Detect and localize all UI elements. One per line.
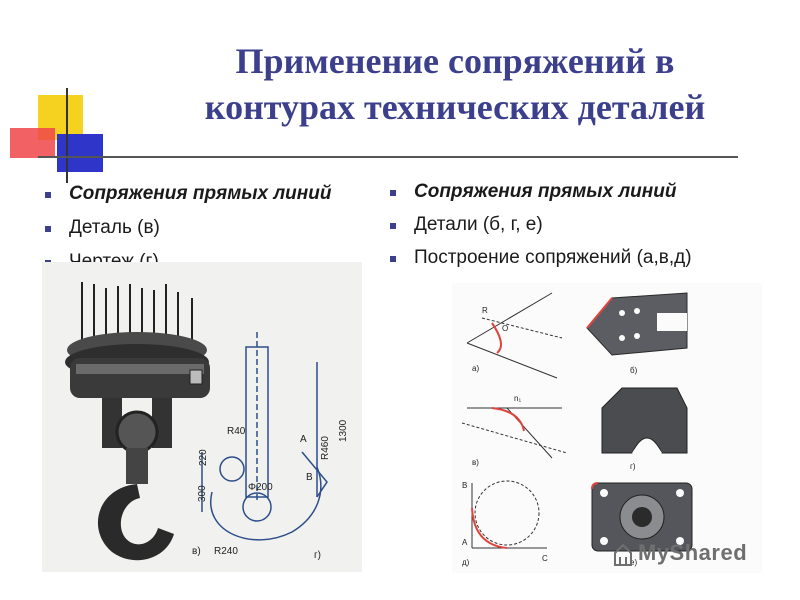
hook-body	[97, 484, 174, 561]
label-dim-460: R460	[320, 436, 331, 460]
pulley-block	[65, 332, 210, 398]
decor-red-square	[10, 128, 55, 158]
label-dim-220: 220	[198, 449, 209, 466]
right-bullet-text: Построение сопряжений (а,в,д)	[414, 247, 692, 268]
myshared-watermark: MyShared	[612, 540, 747, 567]
caption-v: в)	[192, 546, 201, 557]
right-bullet-text: Сопряжения прямых линий	[414, 181, 677, 202]
part-b	[586, 292, 688, 356]
label-c: C	[542, 554, 548, 563]
bullet-marker	[390, 223, 396, 229]
part-e	[591, 482, 693, 552]
crane-hook-illustration: R40 Φ200 R240 1300 220 300 R460 A B в) г…	[65, 282, 349, 561]
label-n1: n₁	[514, 394, 521, 403]
caption-e: е)	[630, 558, 637, 567]
fillet-construction-figure: а) O R в) n₁ д) B A C б)	[452, 283, 762, 573]
label-r40: R40	[227, 426, 246, 437]
rope-lines	[81, 282, 193, 344]
bullet-marker	[45, 192, 51, 198]
construction-v	[461, 407, 568, 459]
left-bullet-item: Сопряжения прямых линий	[45, 183, 331, 205]
part-g	[601, 387, 688, 454]
caption-b: б)	[630, 366, 638, 375]
hook-drawing-labels: R40 Φ200 R240 1300 220 300 R460 A B в) г…	[192, 419, 349, 561]
label-dim-1300: 1300	[338, 419, 349, 442]
label-b: B	[462, 481, 467, 490]
caption-g: г)	[314, 550, 321, 561]
right-bullet-item: Детали (б, г, е)	[390, 214, 692, 236]
right-bullet-list: Сопряжения прямых линий Детали (б, г, е)…	[390, 181, 692, 280]
label-point-b: B	[306, 472, 313, 483]
bullet-marker	[390, 256, 396, 262]
decor-blue-square	[57, 134, 103, 172]
left-bullet-text: Деталь (в)	[69, 217, 160, 238]
label-o: O	[502, 324, 508, 333]
title-line-2: контурах технических деталей	[204, 87, 706, 127]
label-dim-300: 300	[197, 485, 208, 502]
decor-horizontal-line	[38, 156, 738, 158]
bullet-marker	[390, 190, 396, 196]
fillet-construction-illustration: а) O R в) n₁ д) B A C б)	[461, 292, 693, 567]
hook-yoke	[102, 398, 172, 484]
hook-drawing	[201, 332, 328, 541]
right-bullet-item: Построение сопряжений (а,в,д)	[390, 247, 692, 269]
label-d200: Φ200	[248, 482, 273, 493]
construction-d	[471, 480, 547, 549]
left-bullet-text: Сопряжения прямых линий	[69, 183, 332, 204]
caption-d: д)	[462, 558, 470, 567]
decor-vertical-line	[66, 88, 68, 183]
label-r: R	[482, 306, 488, 315]
label-a: A	[462, 538, 468, 547]
hook-eye	[132, 508, 152, 528]
watermark-text: MyShared	[638, 540, 748, 565]
left-bullet-item: Деталь (в)	[45, 217, 331, 239]
right-bullet-item: Сопряжения прямых линий	[390, 181, 692, 203]
caption-v-right: в)	[472, 458, 479, 467]
title-line-1: Применение сопряжений в	[235, 41, 675, 81]
right-bullet-text: Детали (б, г, е)	[414, 214, 543, 235]
caption-g-right: г)	[630, 462, 636, 471]
crane-hook-figure: R40 Φ200 R240 1300 220 300 R460 A B в) г…	[42, 262, 362, 572]
label-point-a: A	[300, 434, 307, 445]
bullet-marker	[45, 226, 51, 232]
construction-a	[466, 292, 563, 379]
myshared-logo-icon	[614, 543, 632, 567]
caption-a: а)	[472, 364, 479, 373]
slide-title: Применение сопряжений в контурах техниче…	[125, 38, 785, 130]
label-r240: R240	[214, 546, 238, 557]
